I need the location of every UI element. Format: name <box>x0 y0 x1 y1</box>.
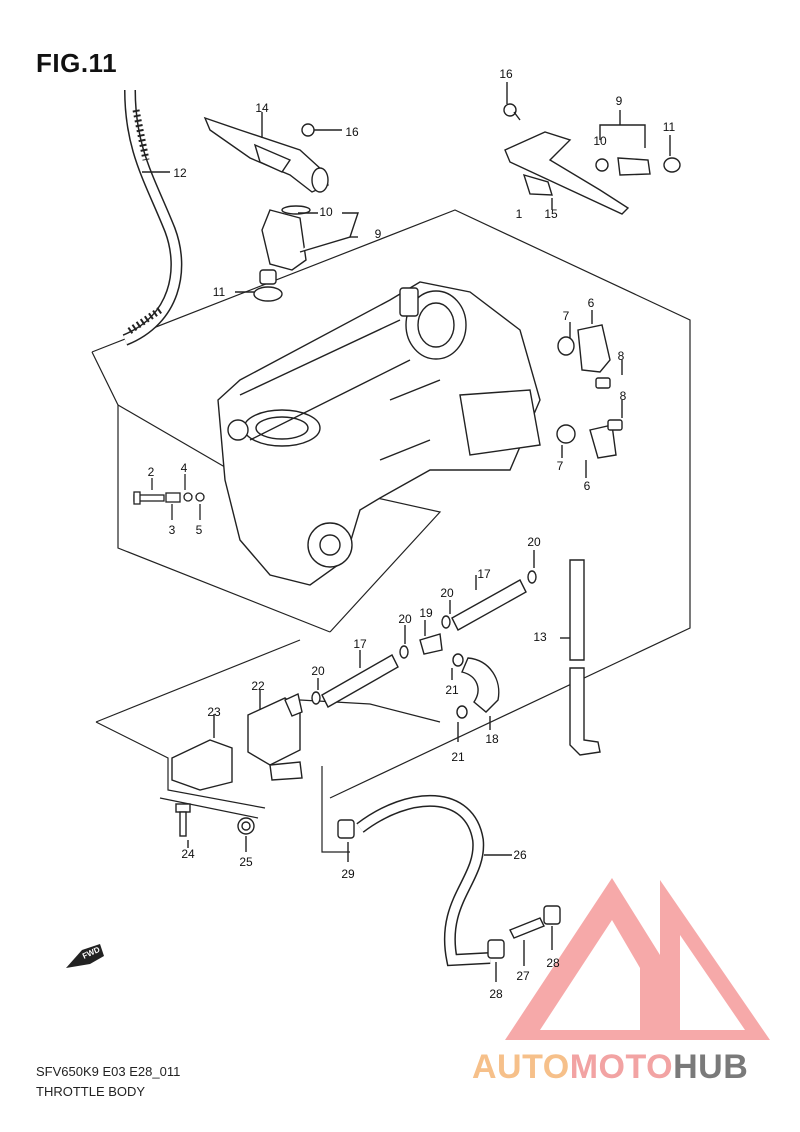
callout-15: 15 <box>544 207 558 221</box>
callout-12: 12 <box>173 166 187 180</box>
callout-21: 21 <box>451 750 465 764</box>
part-throttle-body-1 <box>217 281 541 586</box>
callout-7: 7 <box>557 459 564 473</box>
callout-11: 11 <box>213 285 226 299</box>
part-sensors-6-7-8 <box>556 310 623 478</box>
logo-part-moto: MOTO <box>569 1048 674 1086</box>
callout-3: 3 <box>169 523 176 537</box>
part-hose-26 <box>337 795 561 982</box>
automotohub-logo: AUTOMOTOHUB <box>472 1048 748 1087</box>
part-fuel-pipe-14 <box>203 112 359 302</box>
callout-23: 23 <box>207 705 221 719</box>
diagram-code: SFV650K9 E03 E28_011 <box>36 1064 181 1079</box>
callout-20: 20 <box>527 535 541 549</box>
callout-28: 28 <box>489 987 503 1001</box>
callout-22: 22 <box>251 679 265 693</box>
logo-triangle-mark <box>505 878 770 1040</box>
callout-29: 29 <box>341 867 355 881</box>
callout-16: 16 <box>499 67 513 81</box>
callout-20: 20 <box>311 664 325 678</box>
callout-6: 6 <box>588 296 595 310</box>
callout-2: 2 <box>148 465 155 479</box>
diagram-name: THROTTLE BODY <box>36 1084 146 1099</box>
callout-19: 19 <box>419 606 433 620</box>
callout-21: 21 <box>445 683 459 697</box>
callout-4: 4 <box>181 461 188 475</box>
callout-17: 17 <box>353 637 367 651</box>
callout-26: 26 <box>513 848 527 862</box>
callout-13: 13 <box>533 630 547 644</box>
callout-20: 20 <box>440 586 454 600</box>
callout-14: 14 <box>255 101 269 115</box>
callout-10: 10 <box>593 134 607 148</box>
figure-title: FIG.11 <box>36 48 118 78</box>
callout-16: 16 <box>345 125 359 139</box>
callout-10: 10 <box>319 205 333 219</box>
callout-9: 9 <box>616 94 623 108</box>
callout-18: 18 <box>485 732 499 746</box>
callout-28: 28 <box>546 956 560 970</box>
assembly-frame-lower <box>95 639 441 853</box>
fwd-arrow-icon: FWD <box>66 944 104 968</box>
callout-27: 27 <box>516 969 530 983</box>
callout-8: 8 <box>620 389 627 403</box>
callout-20: 20 <box>398 612 412 626</box>
part-vacuum-hoses <box>311 550 601 756</box>
logo-part-hub: HUB <box>673 1048 749 1086</box>
callout-24: 24 <box>181 847 195 861</box>
callout-labels: 1234566778899101011111213141516161717181… <box>148 67 676 1001</box>
part-fuel-pipe-15 <box>503 82 681 215</box>
callout-11: 11 <box>663 120 676 134</box>
callout-25: 25 <box>239 855 253 869</box>
callout-5: 5 <box>196 523 203 537</box>
logo-part-auto: AUTO <box>472 1048 570 1086</box>
callout-9: 9 <box>375 227 382 241</box>
part-screws-2-3-4-5 <box>133 474 205 520</box>
part-hose-12 <box>122 89 183 346</box>
callout-8: 8 <box>618 349 625 363</box>
part-solenoid-22-bracket-23 <box>171 690 303 852</box>
callout-17: 17 <box>477 567 491 581</box>
callout-7: 7 <box>563 309 570 323</box>
callout-6: 6 <box>584 479 591 493</box>
callout-1: 1 <box>516 207 523 221</box>
